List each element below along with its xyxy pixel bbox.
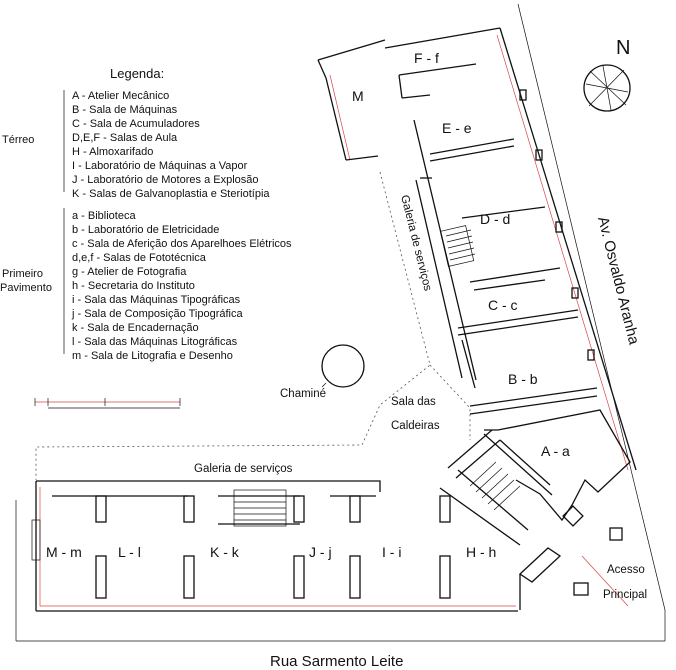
legend-item: A - Atelier Mecânico — [72, 90, 169, 102]
room-label: H - h — [466, 544, 496, 560]
service-gallery-label: Galeria de serviços — [398, 194, 434, 293]
legend-item: D,E,F - Salas de Aula — [72, 132, 178, 144]
legend-item: h - Secretaria do Instituto — [72, 280, 195, 292]
north-arrow: N — [583, 37, 631, 112]
legend-item: C - Sala de Acumuladores — [72, 118, 200, 130]
avenue-edge — [517, 3, 666, 611]
room-label: D - d — [480, 211, 510, 227]
service-gallery-outline — [35, 171, 431, 480]
scale-bar — [34, 398, 181, 409]
service-gallery-label: Galeria de serviços — [194, 463, 293, 475]
chimney — [321, 344, 365, 388]
legend-title: Legenda: — [110, 66, 164, 81]
room-label: J - j — [309, 544, 332, 560]
boiler-area-outline — [429, 364, 471, 440]
room-label: B - b — [508, 371, 538, 387]
diagonal-wing — [317, 27, 637, 471]
block-a — [439, 409, 631, 610]
legend-item: k - Sala de Encadernação — [72, 322, 199, 334]
legend-terreo-label: Térreo — [2, 134, 34, 146]
legend-item: b - Laboratório de Eletricidade — [72, 224, 219, 236]
room-label: C - c — [488, 297, 518, 313]
chimney-label: Chaminé — [280, 388, 326, 400]
legend-pavimento-label: Pavimento — [0, 282, 52, 294]
legend-item: H - Almoxarifado — [72, 146, 153, 158]
legend-item: K - Salas de Galvanoplastia e Steriotípi… — [72, 188, 270, 200]
entrance-label: Acesso — [607, 564, 645, 576]
legend-primeiro-label: Primeiro — [2, 268, 43, 280]
boiler-room-label: Sala das — [391, 396, 436, 408]
legend-item: l - Sala das Máquinas Litográficas — [72, 336, 238, 348]
legend-item: g - Atelier de Fotografia — [72, 266, 187, 278]
legend-item: d,e,f - Salas de Fototécnica — [72, 252, 207, 264]
avenue-label: Av. Osvaldo Aranha — [594, 215, 642, 347]
entrance-label: Principal — [603, 589, 647, 601]
bottom-wing — [31, 344, 518, 612]
legend-item: a - Biblioteca — [72, 210, 136, 222]
north-label: N — [616, 37, 630, 59]
entrance-line — [581, 555, 629, 607]
legend-item: i - Sala das Máquinas Tipográficas — [72, 294, 241, 306]
room-label: K - k — [210, 544, 240, 560]
room-label: L - l — [118, 544, 141, 560]
room-label: F - f — [414, 50, 439, 66]
room-label: E - e — [442, 120, 472, 136]
room-label: A - a — [541, 443, 570, 459]
room-label: M - m — [46, 544, 82, 560]
legend-item: J - Laboratório de Motores a Explosão — [72, 174, 259, 186]
street-label: Rua Sarmento Leite — [270, 653, 403, 670]
legend-item: j - Sala de Composição Tipográfica — [71, 308, 243, 320]
room-label: I - i — [382, 544, 401, 560]
room-label: M — [352, 88, 364, 104]
legend-item: m - Sala de Litografia e Desenho — [72, 350, 233, 362]
legend-item: I - Laboratório de Máquinas a Vapor — [72, 160, 248, 172]
legend-item: c - Sala de Aferição dos Aparelhoes Elét… — [72, 238, 292, 250]
legend-item: B - Sala de Máquinas — [72, 104, 178, 116]
boiler-room-label: Caldeiras — [391, 420, 440, 432]
